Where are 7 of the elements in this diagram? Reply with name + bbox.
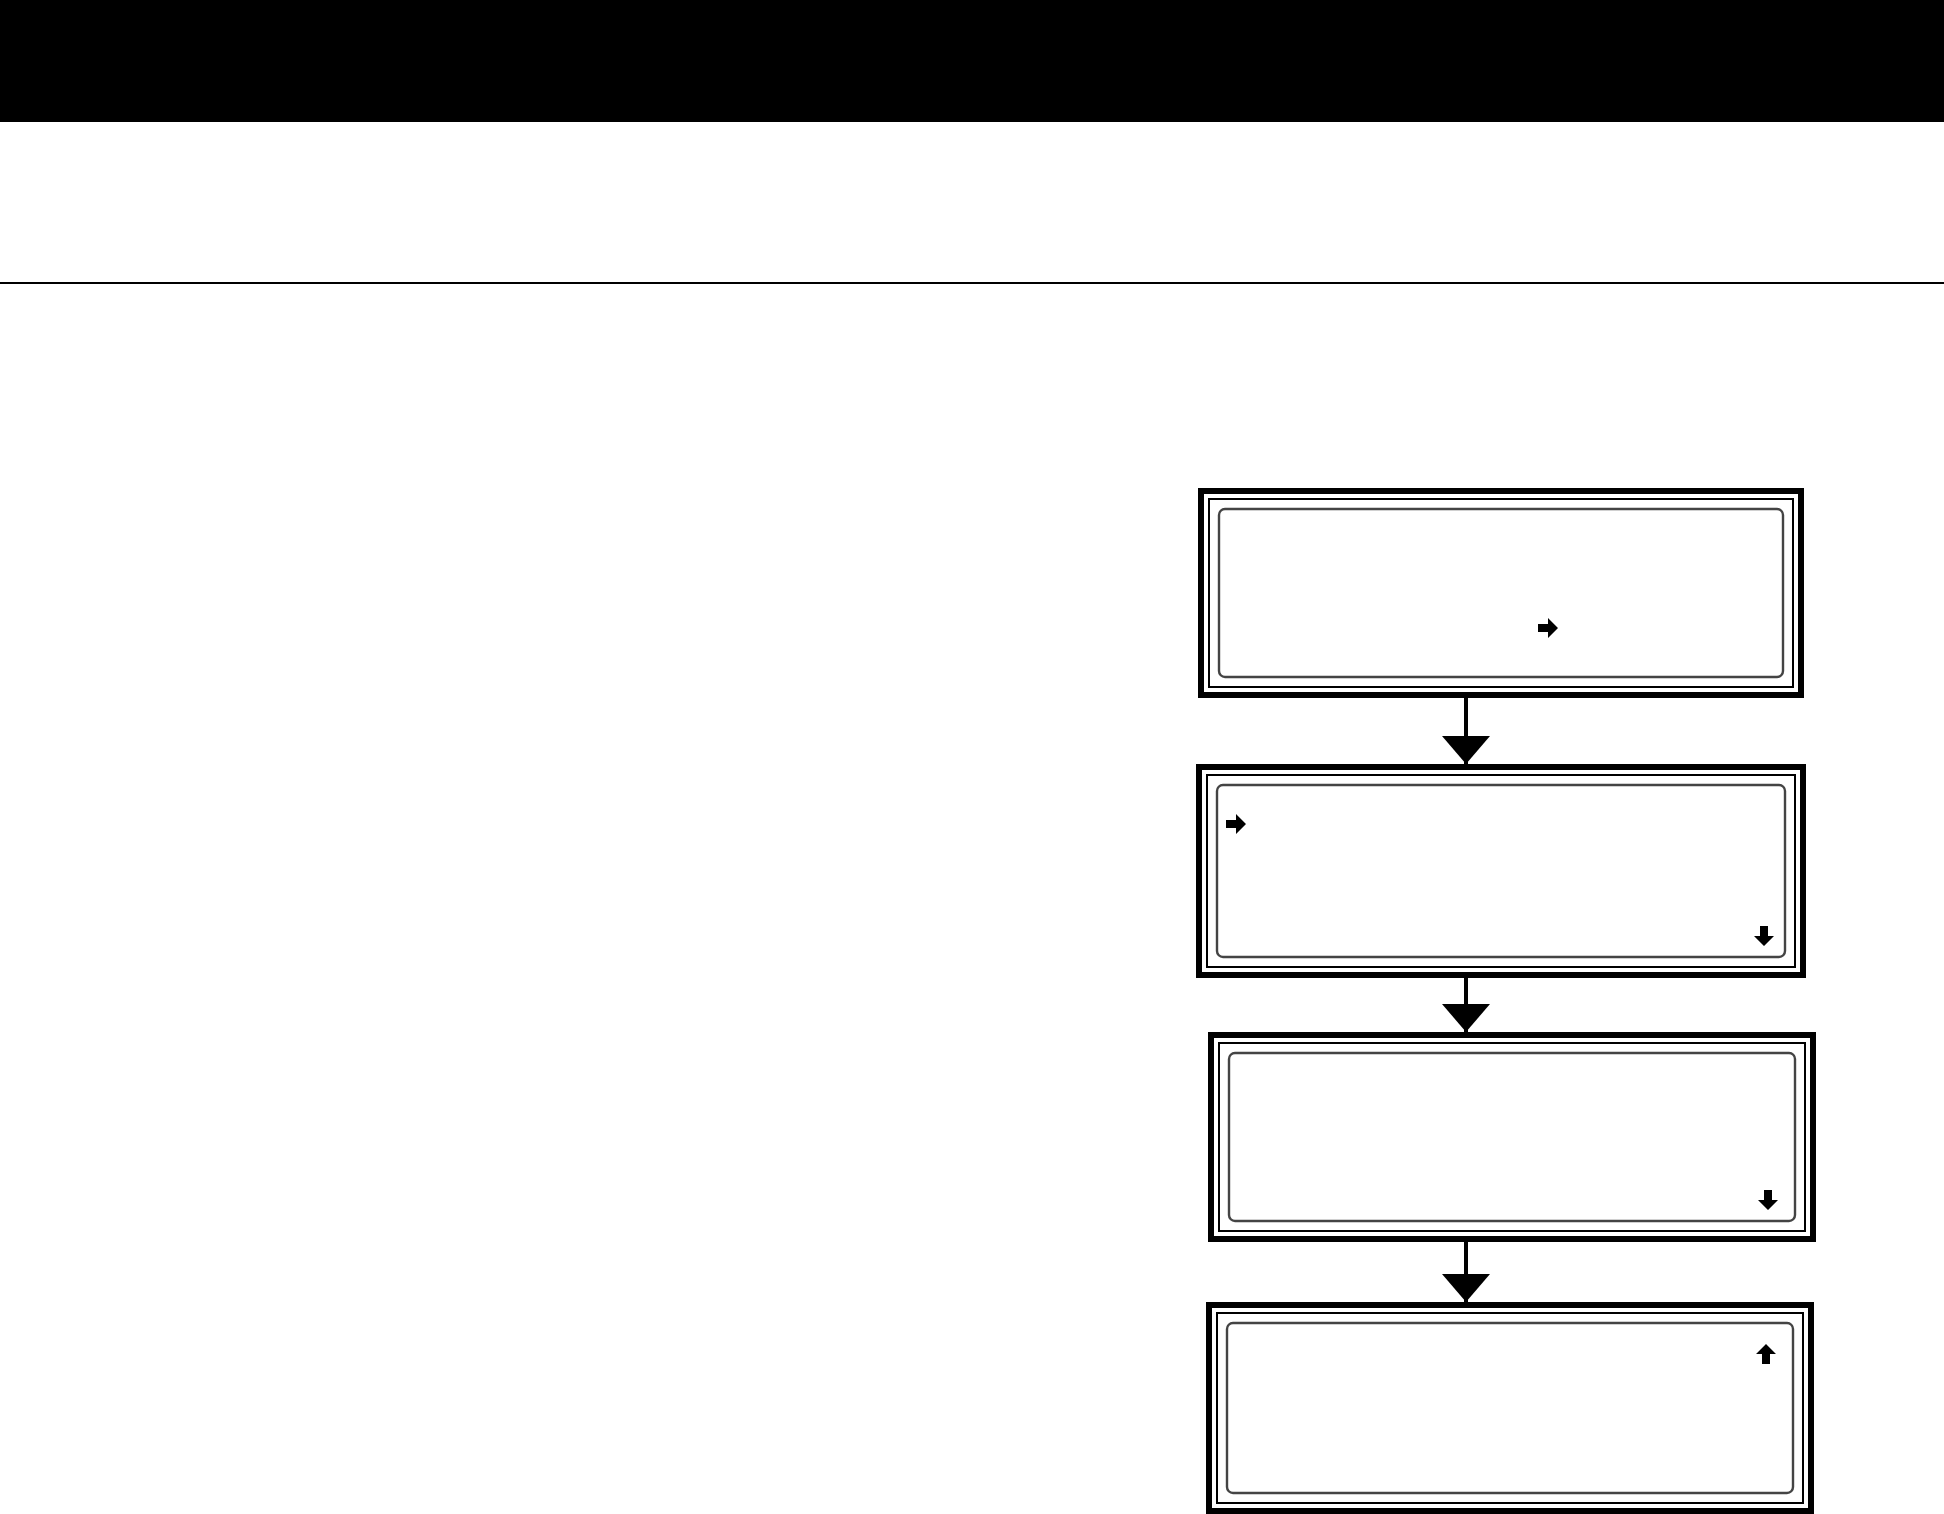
arrow xyxy=(1442,978,1490,1032)
arrow xyxy=(1442,698,1490,764)
lcd-screen-box xyxy=(1198,488,1804,698)
arrow xyxy=(1442,1242,1490,1302)
lcd-screen-box xyxy=(1208,1032,1816,1242)
lcd-screen-box xyxy=(1206,1302,1814,1514)
lcd-screen-box xyxy=(1196,764,1806,978)
